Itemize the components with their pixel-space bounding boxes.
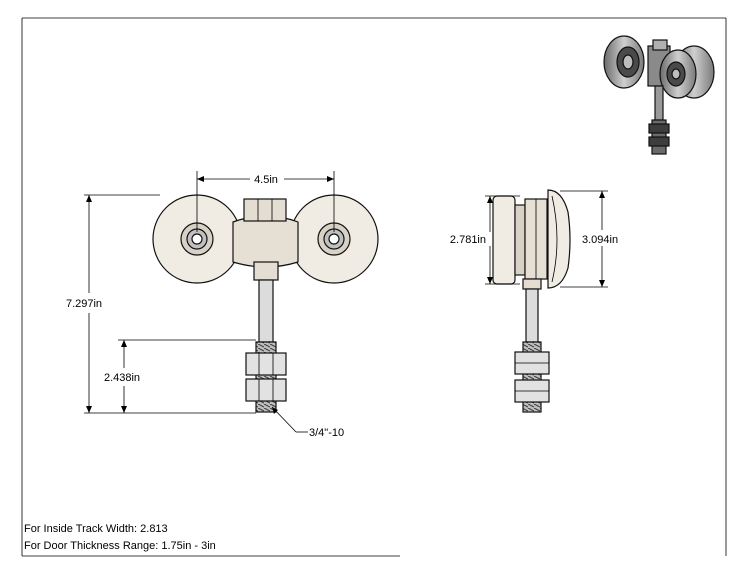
side-stem-rod xyxy=(525,288,539,343)
side-rear-wheel xyxy=(547,189,571,289)
dim-side-outer-label: 3.094in xyxy=(582,234,618,246)
sheet-frame xyxy=(21,17,727,557)
dim-side-outer-height: 3.094in xyxy=(560,190,618,288)
thread-spec-label: 3/4"-10 xyxy=(309,427,344,439)
dim-wheel-spacing: 4.5in xyxy=(196,171,335,232)
dim-overall-height: 7.297in xyxy=(66,194,256,414)
front-view xyxy=(152,194,379,413)
center-housing xyxy=(232,215,299,268)
dim-side-inner-label: 2.781in xyxy=(450,234,486,246)
dim-overall-height-label: 7.297in xyxy=(66,298,102,310)
dim-thread-length-label: 2.438in xyxy=(104,372,140,384)
stem-rod xyxy=(258,279,274,343)
note-door-thickness: For Door Thickness Range: 1.75in - 3in xyxy=(24,540,216,552)
lower-nut xyxy=(245,378,287,402)
side-view xyxy=(492,189,571,413)
dim-side-inner-height: 2.781in xyxy=(450,195,520,285)
isometric-view xyxy=(603,35,715,155)
side-front-wheel xyxy=(492,195,516,285)
top-nut xyxy=(243,198,287,222)
thread-callout: 3/4"-10 xyxy=(271,406,344,439)
upper-nut xyxy=(245,352,287,376)
note-track-width: For Inside Track Width: 2.813 xyxy=(24,523,168,535)
dim-thread-length: 2.438in xyxy=(104,339,256,413)
dim-wheel-spacing-label: 4.5in xyxy=(254,174,278,186)
